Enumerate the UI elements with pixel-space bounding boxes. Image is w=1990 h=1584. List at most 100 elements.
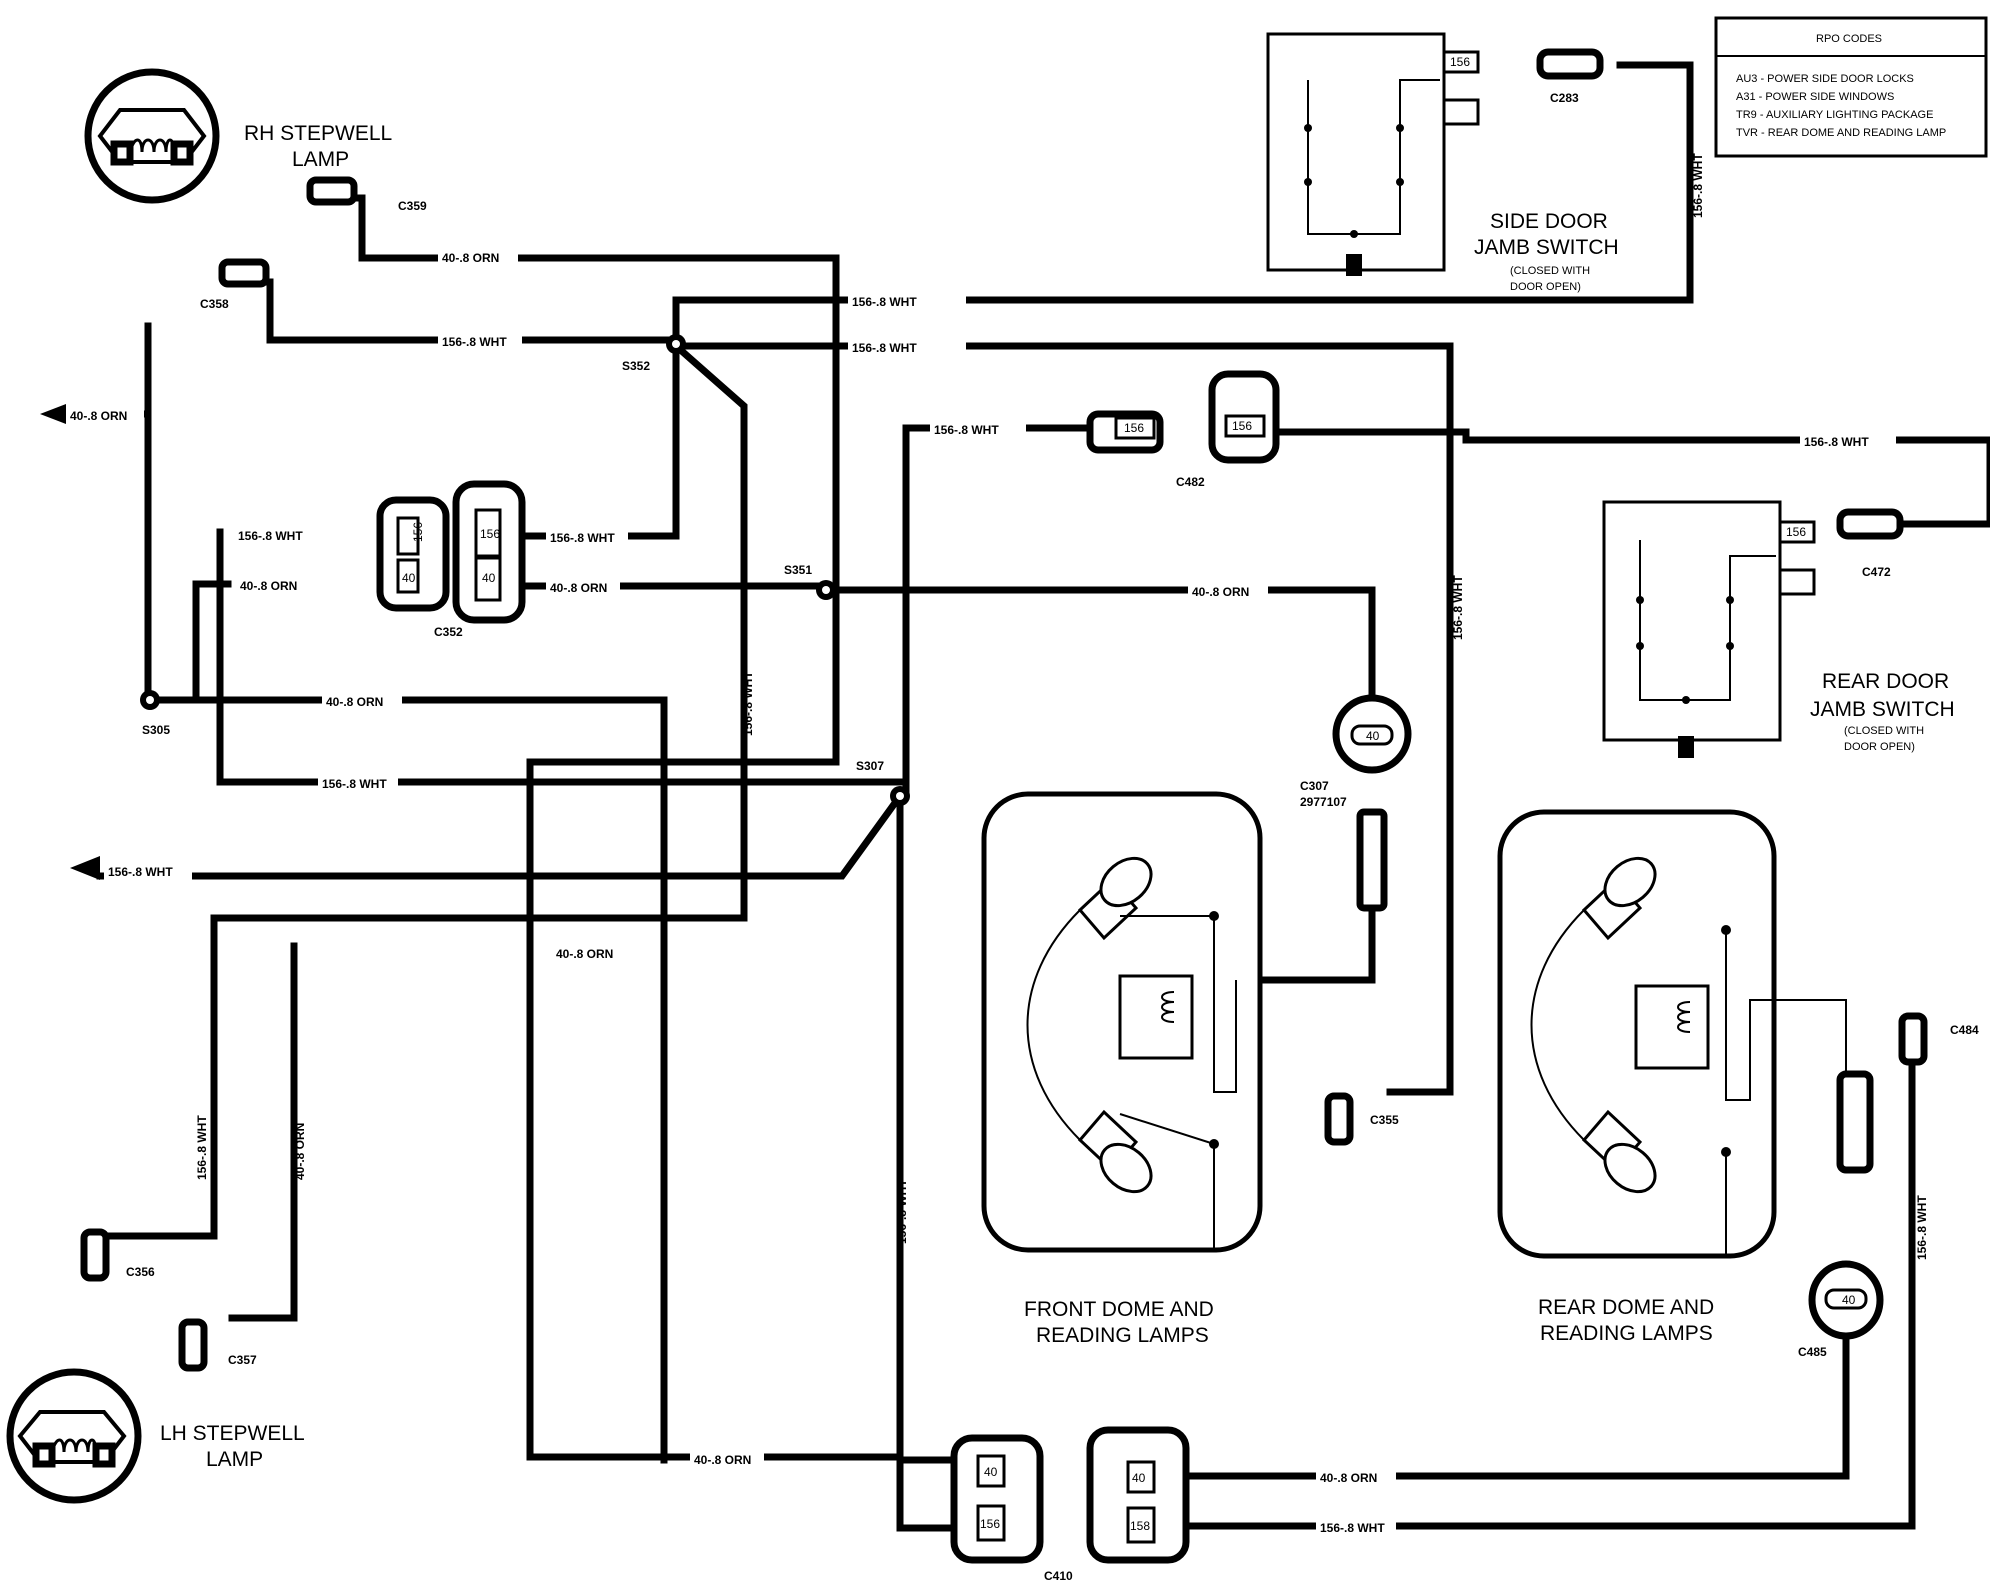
- wire-label: 40-.8 ORN: [293, 1123, 307, 1180]
- pin-label: 40: [1842, 1293, 1856, 1307]
- connector-label: C355: [1370, 1113, 1399, 1127]
- front-dome-lamps: FRONT DOME AND READING LAMPS: [981, 791, 1263, 1347]
- connector-c484-body: [1836, 1070, 1874, 1174]
- wire-label: 156-.8 WHT: [1451, 575, 1465, 640]
- switch-title: REAR DOOR: [1822, 670, 1949, 693]
- connector-c352: 156 40 156 40 C352: [376, 480, 526, 639]
- wire-label: 156-.8 WHT: [1804, 435, 1869, 449]
- wire-label: 156-.8 WHT: [1915, 1195, 1929, 1260]
- arrow-left-icon: [70, 856, 100, 880]
- wire-orn-s305-right: [146, 696, 668, 1464]
- connector-part: 2977107: [1300, 795, 1347, 809]
- pin-label: 40: [1132, 1471, 1146, 1485]
- connector-c307: 40 C307 2977107: [1252, 694, 1412, 984]
- pin-label: 156: [980, 1517, 1000, 1531]
- wire-wht-c283: [1616, 61, 1694, 304]
- pin-label: 156: [1786, 525, 1806, 539]
- wire-label: 156-.8 WHT: [1691, 153, 1705, 218]
- switch-note: DOOR OPEN): [1844, 741, 1915, 753]
- wire-label: 40-.8 ORN: [326, 695, 383, 709]
- wire-labels: 40-.8 ORN 156-.8 WHT 156-.8 WHT 156-.8 W…: [66, 153, 1929, 1536]
- lamp-title: FRONT DOME AND: [1024, 1298, 1214, 1321]
- connector-c482: 156 156 C482: [1086, 370, 1280, 489]
- lamp-title: READING LAMPS: [1540, 1322, 1713, 1345]
- wire-label: 40-.8 ORN: [442, 251, 499, 265]
- rear-dome-lamps: REAR DOME AND READING LAMPS: [1497, 809, 1847, 1345]
- rpo-line: TR9 - AUXILIARY LIGHTING PACKAGE: [1736, 109, 1933, 121]
- pin-label: 158: [1130, 1519, 1150, 1533]
- connector-label: C485: [1798, 1345, 1827, 1359]
- wire-label: 156-.8 WHT: [1320, 1521, 1385, 1535]
- pin-label: 156: [1124, 421, 1144, 435]
- switch-note: DOOR OPEN): [1510, 281, 1581, 293]
- lh-stepwell-lamp: LH STEPWELL LAMP: [6, 1368, 305, 1504]
- wire-label: 156-.8 WHT: [895, 1179, 909, 1244]
- splices: [140, 334, 910, 806]
- wire-orn-s351-c307: [822, 586, 1376, 712]
- rpo-line: AU3 - POWER SIDE DOOR LOCKS: [1736, 73, 1914, 85]
- lamp-title: READING LAMPS: [1036, 1324, 1209, 1347]
- wire-label: 156-.8 WHT: [322, 777, 387, 791]
- wire-wht-c355: [672, 342, 1454, 1096]
- switch-title: JAMB SWITCH: [1474, 236, 1619, 259]
- wire-label: 156-.8 WHT: [238, 529, 303, 543]
- wire-wht-s307-c410: [896, 792, 980, 1532]
- wire-label: 156-.8 WHT: [195, 1115, 209, 1180]
- switch-note: (CLOSED WITH: [1510, 265, 1590, 277]
- rear-door-jamb-switch: 156 REAR DOOR JAMB SWITCH (CLOSED WITH D…: [1602, 500, 1955, 758]
- connector-label: C283: [1550, 91, 1579, 105]
- wire-orn-c352-left: [146, 580, 232, 704]
- lamp-title: LAMP: [206, 1448, 263, 1471]
- pin-label: 40: [984, 1465, 998, 1479]
- arrow-left-icon: [40, 404, 66, 424]
- pin-label: 156: [480, 527, 500, 541]
- pin-label: 156: [411, 522, 425, 542]
- switch-note: (CLOSED WITH: [1844, 725, 1924, 737]
- wire-label: 156-.8 WHT: [108, 865, 173, 879]
- connector-label: C482: [1176, 475, 1205, 489]
- wire-label: 156-.8 WHT: [741, 671, 755, 736]
- wire-wht-c352-left: [216, 528, 904, 786]
- splice-label: S351: [784, 563, 812, 577]
- wire-wht-s352-c356: [106, 341, 748, 1240]
- wire-wht-c358: [266, 314, 680, 344]
- connector-label: C410: [1044, 1569, 1073, 1583]
- pin-label: 40: [402, 571, 416, 585]
- wire-label: 40-.8 ORN: [1192, 585, 1249, 599]
- connector-label: C357: [228, 1353, 257, 1367]
- rpo-line: TVR - REAR DOME AND READING LAMP: [1736, 127, 1946, 139]
- rpo-codes-box: RPO CODES AU3 - POWER SIDE DOOR LOCKS A3…: [1714, 16, 1988, 158]
- lamp-title: LH STEPWELL: [160, 1422, 305, 1445]
- pin-label: 156: [1232, 419, 1252, 433]
- connector-label: C359: [398, 199, 427, 213]
- lamp-title: RH STEPWELL: [244, 122, 392, 145]
- pin-label: 40: [1366, 729, 1380, 743]
- connector-label: C307: [1300, 779, 1329, 793]
- connector-label: C484: [1950, 1023, 1979, 1037]
- wire-label: 156-.8 WHT: [442, 335, 507, 349]
- wire-wht-c484: [1182, 1048, 1916, 1530]
- switch-title: SIDE DOOR: [1490, 210, 1608, 233]
- wire-orn-c359: [358, 244, 904, 1461]
- wire-orn-c357: [228, 942, 298, 1322]
- switch-title: JAMB SWITCH: [1810, 698, 1955, 721]
- splice-label: S305: [142, 723, 170, 737]
- rh-stepwell-lamp: RH STEPWELL LAMP: [84, 68, 392, 204]
- splice-label: S307: [856, 759, 884, 773]
- side-door-jamb-switch: 156 SIDE DOOR JAMB SWITCH (CLOSED WITH D…: [1266, 32, 1619, 293]
- connector-label: C356: [126, 1265, 155, 1279]
- connector-label: C472: [1862, 565, 1891, 579]
- wire-label: 156-.8 WHT: [852, 295, 917, 309]
- wire-wht-s307-left: [96, 791, 905, 880]
- wire-label: 156-.8 WHT: [852, 341, 917, 355]
- wire-label: 40-.8 ORN: [694, 1453, 751, 1467]
- wire-orn-c485: [1182, 1336, 1850, 1480]
- wire-label: 40-.8 ORN: [1320, 1471, 1377, 1485]
- connector-label: C352: [434, 625, 463, 639]
- pin-label: 156: [1450, 55, 1470, 69]
- wire-label: 40-.8 ORN: [556, 947, 613, 961]
- connector-c410: 40 156 40 158 C410: [950, 1426, 1190, 1583]
- wire-label: 40-.8 ORN: [70, 409, 127, 423]
- wire-label: 156-.8 WHT: [550, 531, 615, 545]
